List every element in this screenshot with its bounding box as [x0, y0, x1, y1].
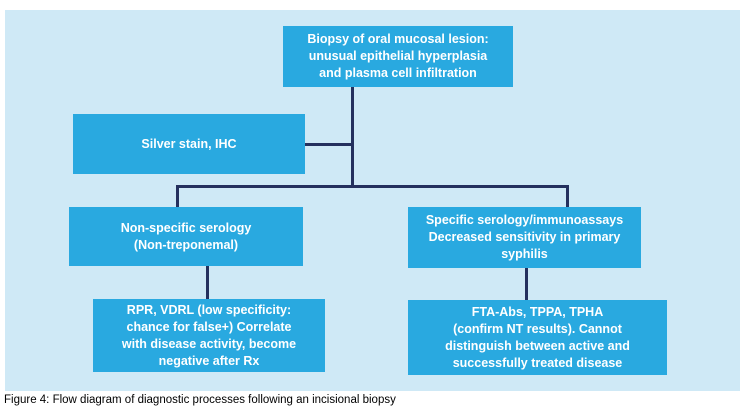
connector-branch-horizontal [176, 185, 569, 188]
connector-silver-stain [305, 143, 351, 146]
node-specific-serology: Specific serology/immunoassays Decreased… [408, 207, 641, 268]
node-non-specific-serology: Non-specific serology (Non-treponemal) [69, 207, 303, 266]
node-fta-abs-tppa-tpha: FTA-Abs, TPPA, TPHA (confirm NT results)… [408, 300, 667, 375]
node-silver-stain-ihc: Silver stain, IHC [73, 114, 305, 174]
figure-caption: Figure 4: Flow diagram of diagnostic pro… [4, 394, 396, 406]
connector-biopsy-down [351, 87, 354, 188]
connector-branch-right-down [566, 188, 569, 207]
node-biopsy-oral-mucosal-lesion: Biopsy of oral mucosal lesion: unusual e… [283, 26, 513, 87]
connector-specific-to-fta [525, 268, 528, 300]
connector-branch-left-down [176, 188, 179, 207]
node-rpr-vdrl: RPR, VDRL (low specificity: chance for f… [93, 299, 325, 372]
connector-nonspecific-to-rpr [206, 266, 209, 299]
